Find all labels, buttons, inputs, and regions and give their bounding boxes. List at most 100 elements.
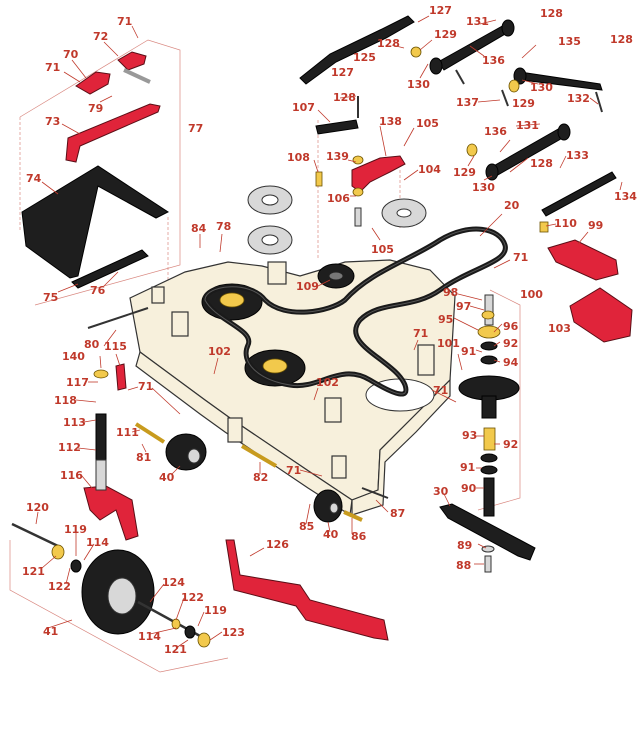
- callout-114: 114: [138, 630, 161, 643]
- callout-128: 128: [540, 7, 563, 20]
- callout-129: 129: [434, 28, 457, 41]
- callout-87: 87: [390, 507, 405, 520]
- callout-107: 107: [292, 101, 315, 114]
- bracket-138: [351, 155, 406, 193]
- callout-115: 115: [104, 340, 127, 353]
- callout-136: 136: [482, 54, 505, 67]
- bracket-72: [117, 51, 147, 71]
- spring-107: [315, 119, 359, 135]
- callout-99: 99: [588, 219, 603, 232]
- deck-bracket-left: [151, 286, 165, 304]
- caster-wheel-40a: [165, 433, 207, 471]
- callout-40: 40: [159, 471, 175, 484]
- callout-128: 128: [530, 157, 553, 170]
- bracket-70: [75, 71, 111, 95]
- callout-121: 121: [22, 565, 45, 578]
- deck-skirt-right: [351, 378, 451, 516]
- wheels: [81, 433, 343, 635]
- callout-133: 133: [566, 149, 589, 162]
- callout-92: 92: [503, 337, 518, 350]
- spacer-93: [483, 427, 496, 451]
- callout-77: 77: [188, 122, 203, 135]
- callout-131: 131: [466, 15, 489, 28]
- callout-136: 136: [484, 125, 507, 138]
- callout-72: 72: [93, 30, 108, 43]
- callout-117: 117: [66, 376, 89, 389]
- callout-97: 97: [456, 300, 471, 313]
- callout-91: 91: [460, 461, 475, 474]
- callout-103: 103: [548, 322, 571, 335]
- drive-belt: [202, 226, 508, 397]
- callout-100: 100: [520, 288, 543, 301]
- callout-116: 116: [60, 469, 83, 482]
- callout-70: 70: [63, 48, 79, 61]
- arm-73: [65, 103, 161, 163]
- idler-pulleys: [247, 185, 427, 289]
- callout-106: 106: [327, 192, 350, 205]
- black-parts: [21, 15, 617, 289]
- mount-99: [547, 239, 619, 281]
- bracket-115: [115, 363, 127, 391]
- deck-bracket-top: [267, 261, 287, 285]
- callout-30: 30: [433, 485, 449, 498]
- callout-98: 98: [443, 286, 458, 299]
- callout-110: 110: [554, 217, 577, 230]
- callout-132: 132: [567, 92, 590, 105]
- callout-104: 104: [418, 163, 441, 176]
- callout-95: 95: [438, 313, 453, 326]
- fork-116: [83, 485, 139, 541]
- leader-lines: [35, 15, 623, 649]
- callout-105: 105: [416, 117, 439, 130]
- callout-74: 74: [26, 172, 42, 185]
- callout-20: 20: [504, 199, 520, 212]
- callout-71: 71: [45, 61, 60, 74]
- deck-bracket-rear: [324, 397, 342, 423]
- callout-73: 73: [45, 115, 60, 128]
- deck-bracket-front: [227, 417, 243, 443]
- callout-119: 119: [64, 523, 87, 536]
- callout-129: 129: [512, 97, 535, 110]
- callout-130: 130: [407, 78, 430, 91]
- bar-75: [71, 249, 149, 289]
- callout-82: 82: [253, 471, 268, 484]
- callout-137: 137: [456, 96, 479, 109]
- callout-102: 102: [316, 376, 339, 389]
- callout-138: 138: [379, 115, 402, 128]
- callout-123: 123: [222, 626, 245, 639]
- callout-119: 119: [204, 604, 227, 617]
- callout-94: 94: [503, 356, 519, 369]
- arm-125: [299, 15, 415, 85]
- callout-122: 122: [48, 580, 71, 593]
- caster-stack: [95, 413, 107, 461]
- callout-71: 71: [138, 380, 153, 393]
- callout-80: 80: [84, 338, 100, 351]
- callout-108: 108: [287, 151, 310, 164]
- callout-78: 78: [216, 220, 231, 233]
- callout-128: 128: [377, 37, 400, 50]
- callout-128: 128: [610, 33, 633, 46]
- callout-127: 127: [429, 4, 452, 17]
- callout-125: 125: [353, 51, 376, 64]
- callout-140: 140: [62, 350, 85, 363]
- pulley-95: [477, 325, 501, 339]
- callout-93: 93: [462, 429, 477, 442]
- callout-92: 92: [503, 438, 518, 451]
- callout-105: 105: [371, 243, 394, 256]
- callout-118: 118: [54, 394, 77, 407]
- callout-90: 90: [461, 482, 477, 495]
- callout-102: 102: [208, 345, 231, 358]
- callout-114: 114: [86, 536, 109, 549]
- callout-121: 121: [164, 643, 187, 656]
- callout-139: 139: [326, 150, 349, 163]
- callout-135: 135: [558, 35, 581, 48]
- red-parts: [65, 51, 633, 641]
- callout-40: 40: [323, 528, 339, 541]
- callout-130: 130: [472, 181, 495, 194]
- mount-103: [569, 287, 633, 343]
- callout-120: 120: [26, 501, 49, 514]
- callout-81: 81: [136, 451, 151, 464]
- deck-bracket-mid: [171, 311, 189, 337]
- callout-85: 85: [299, 520, 314, 533]
- callout-71: 71: [117, 15, 132, 28]
- callout-112: 112: [58, 441, 81, 454]
